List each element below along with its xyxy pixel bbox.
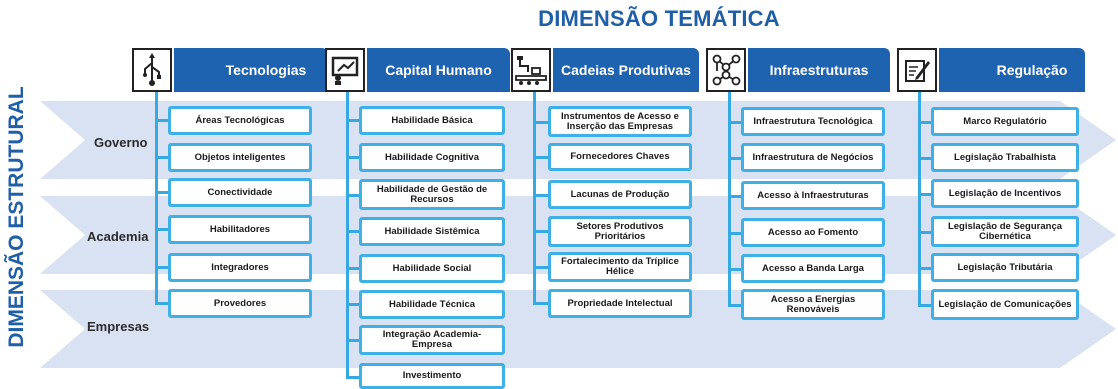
row-label-empresas: Empresas — [87, 319, 150, 334]
conveyor-robot-icon — [511, 48, 551, 92]
presentation-icon — [325, 48, 365, 92]
list-item: Instrumentos de Acesso e Inserção das Em… — [548, 106, 692, 137]
list-item: Habilidade Cognitiva — [359, 143, 505, 172]
list-item: Marco Regulatório — [931, 107, 1079, 136]
list-item: Acesso ao Fomento — [741, 218, 885, 247]
list-item: Habilitadores — [168, 215, 312, 244]
column-title: Capital Humano — [367, 48, 510, 92]
list-item: Acesso à Infraestruturas — [741, 181, 885, 210]
list-item: Habilidade Sistêmica — [359, 217, 505, 246]
column-title: Regulação — [939, 48, 1085, 92]
structural-dimension-title: DIMENSÃO ESTRUTURAL — [5, 86, 28, 348]
list-item: Legislação Tributária — [931, 253, 1079, 282]
connector-line — [155, 92, 158, 305]
connector-line — [728, 92, 731, 306]
list-item: Setores Produtivos Prioritários — [548, 216, 692, 247]
usb-icon — [132, 48, 172, 92]
list-item: Provedores — [168, 289, 312, 318]
column-title: Cadeias Produtivas — [553, 48, 699, 92]
column-header-tecnologias: Tecnologias — [132, 48, 328, 95]
connector-line — [346, 92, 349, 378]
list-item: Integração Academia-Empresa — [359, 325, 505, 355]
list-item: Lacunas de Produção — [548, 180, 692, 209]
row-label-academia: Academia — [87, 229, 149, 244]
list-item: Integradores — [168, 253, 312, 282]
list-item: Acesso a Energias Renováveis — [741, 289, 885, 320]
list-item: Habilidade de Gestão de Recursos — [359, 179, 505, 210]
document-pen-icon — [897, 48, 937, 92]
row-label-governo: Governo — [94, 135, 148, 150]
list-item: Fortalecimento da Tríplice Hélice — [548, 252, 692, 282]
list-item: Áreas Tecnológicas — [168, 106, 312, 135]
list-item: Infraestrutura de Negócios — [741, 143, 885, 172]
list-item: Acesso a Banda Larga — [741, 254, 885, 283]
connector-line — [918, 92, 921, 306]
connector-line — [533, 92, 536, 304]
column-header-regulacao: Regulação — [897, 48, 1085, 95]
list-item: Habilidade Básica — [359, 106, 505, 135]
list-item: Propriedade Intelectual — [548, 289, 692, 318]
list-item: Legislação de Comunicações — [931, 289, 1079, 320]
list-item: Legislação de Incentivos — [931, 179, 1079, 208]
list-item: Objetos inteligentes — [168, 143, 312, 172]
list-item: Investimento — [359, 363, 505, 389]
column-title: Infraestruturas — [748, 48, 890, 92]
list-item: Habilidade Técnica — [359, 290, 505, 319]
list-item: Legislação de Segurança Cibernética — [931, 216, 1079, 247]
column-title: Tecnologias — [174, 48, 328, 92]
column-header-infraestruturas: Infraestruturas — [706, 48, 890, 95]
column-header-capital-humano: Capital Humano — [325, 48, 510, 95]
list-item: Legislação Trabalhista — [931, 143, 1079, 172]
thematic-dimension-title: DIMENSÃO TEMÁTICA — [538, 6, 780, 31]
list-item: Habilidade Social — [359, 254, 505, 283]
network-nodes-icon — [706, 48, 746, 92]
list-item: Infraestrutura Tecnológica — [741, 107, 885, 136]
column-header-cadeias-produtivas: Cadeias Produtivas — [511, 48, 699, 95]
list-item: Conectividade — [168, 178, 312, 207]
list-item: Fornecedores Chaves — [548, 143, 692, 171]
